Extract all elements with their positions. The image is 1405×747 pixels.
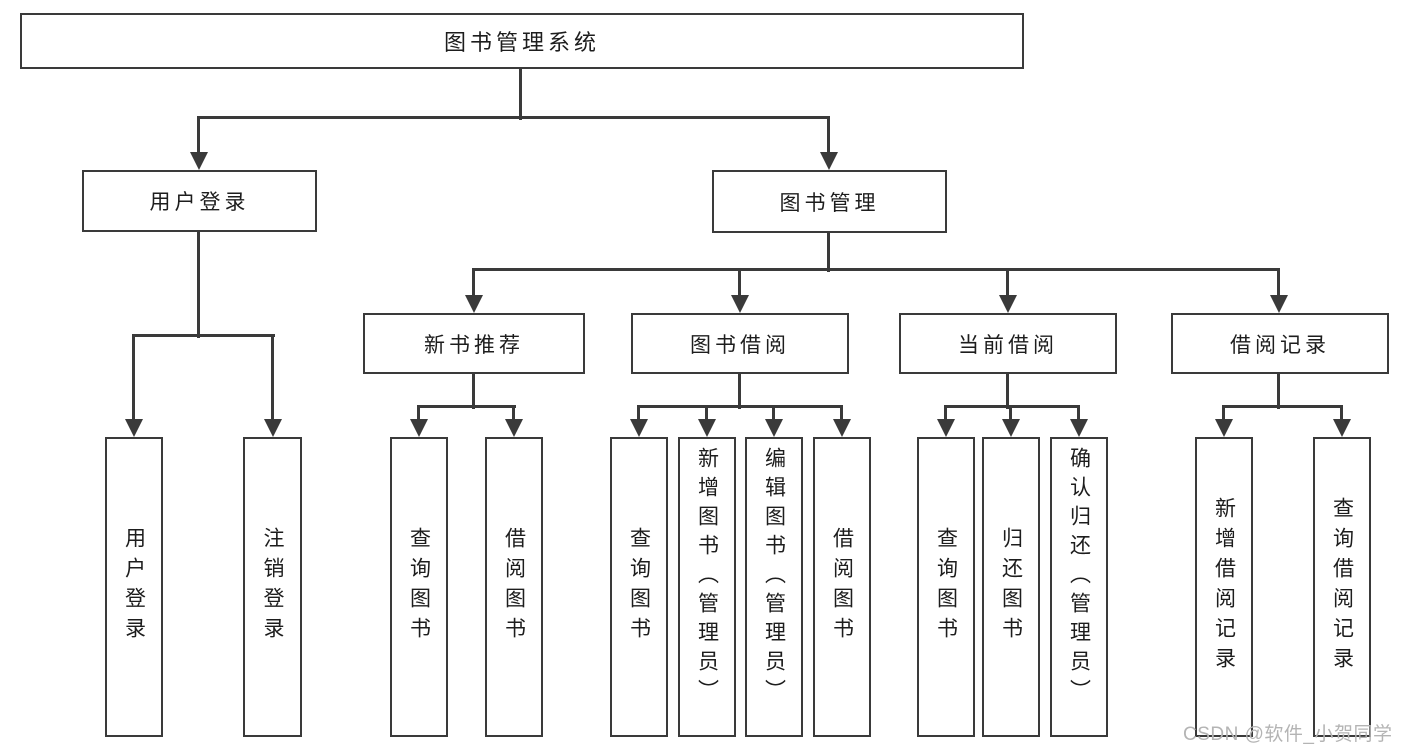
- leaf-label: 查询图书: [407, 527, 431, 647]
- node-user-login: 用户登录: [82, 170, 317, 232]
- node-library-system: 图书管理系统: [20, 13, 1024, 69]
- connector-vline: [1340, 407, 1343, 422]
- arrow-down-icon: [465, 295, 483, 313]
- leaf-label: 借阅图书: [830, 527, 854, 647]
- connector-vline: [132, 336, 135, 421]
- arrow-down-icon: [1215, 419, 1233, 437]
- arrow-down-icon: [1333, 419, 1351, 437]
- connector-hline: [472, 268, 1280, 271]
- leaf-borrow-books-recommend: 借阅图书: [485, 437, 543, 737]
- leaf-borrow-books-borrowing: 借阅图书: [813, 437, 871, 737]
- node-borrowing-records: 借阅记录: [1171, 313, 1389, 374]
- leaf-label: 归还图书: [999, 527, 1023, 647]
- connector-vline: [1009, 407, 1012, 422]
- arrow-down-icon: [820, 152, 838, 170]
- connector-hline: [132, 334, 275, 337]
- arrow-down-icon: [833, 419, 851, 437]
- watermark: CSDN @软件_小贺同学: [1183, 724, 1393, 745]
- arrow-down-icon: [698, 419, 716, 437]
- connector-hline: [417, 405, 516, 408]
- connector-vline: [637, 407, 640, 422]
- connector-vline: [1222, 407, 1225, 422]
- connector-vline: [417, 407, 420, 422]
- arrow-down-icon: [505, 419, 523, 437]
- connector-vline: [738, 270, 741, 297]
- connector-vline: [1006, 270, 1009, 297]
- leaf-label: 新增借阅记录: [1212, 497, 1236, 677]
- connector-vline: [197, 118, 200, 154]
- leaf-label: 新增图书（管理员）: [695, 447, 719, 708]
- connector-hline: [637, 405, 843, 408]
- connector-vline: [1077, 407, 1080, 422]
- leaf-add-borrow-record: 新增借阅记录: [1195, 437, 1253, 737]
- leaf-label: 借阅图书: [502, 527, 526, 647]
- connector-hline: [944, 405, 1080, 408]
- leaf-query-borrow-record: 查询借阅记录: [1313, 437, 1371, 737]
- connector-vline: [1277, 270, 1280, 297]
- connector-vline: [738, 374, 741, 409]
- arrow-down-icon: [630, 419, 648, 437]
- leaf-label: 用户登录: [122, 527, 146, 647]
- node-book-borrowing: 图书借阅: [631, 313, 849, 374]
- connector-vline: [827, 118, 830, 154]
- leaf-confirm-return-admin: 确认归还（管理员）: [1050, 437, 1108, 737]
- connector-vline: [827, 233, 830, 272]
- arrow-down-icon: [410, 419, 428, 437]
- node-book-management: 图书管理: [712, 170, 947, 233]
- leaf-label: 查询图书: [934, 527, 958, 647]
- leaf-logout: 注销登录: [243, 437, 302, 737]
- connector-vline: [472, 374, 475, 409]
- leaf-return-books: 归还图书: [982, 437, 1040, 737]
- connector-vline: [271, 336, 274, 421]
- arrow-down-icon: [999, 295, 1017, 313]
- connector-vline: [472, 270, 475, 297]
- leaf-label: 查询图书: [627, 527, 651, 647]
- connector-vline: [840, 407, 843, 422]
- arrow-down-icon: [937, 419, 955, 437]
- connector-vline: [512, 407, 515, 422]
- connector-vline: [1006, 374, 1009, 409]
- arrow-down-icon: [1270, 295, 1288, 313]
- leaf-label: 注销登录: [261, 527, 284, 647]
- arrow-down-icon: [264, 419, 282, 437]
- arrow-down-icon: [731, 295, 749, 313]
- leaf-user-login: 用户登录: [105, 437, 163, 737]
- leaf-query-books-current: 查询图书: [917, 437, 975, 737]
- node-current-borrowing: 当前借阅: [899, 313, 1117, 374]
- connector-hline: [1222, 405, 1343, 408]
- arrow-down-icon: [190, 152, 208, 170]
- leaf-query-books-recommend: 查询图书: [390, 437, 448, 737]
- connector-hline: [197, 116, 830, 119]
- connector-vline: [772, 407, 775, 422]
- leaf-add-books-admin: 新增图书（管理员）: [678, 437, 736, 737]
- arrow-down-icon: [125, 419, 143, 437]
- connector-vline: [705, 407, 708, 422]
- leaf-label: 确认归还（管理员）: [1067, 447, 1091, 708]
- connector-vline: [197, 232, 200, 338]
- leaf-query-books-borrowing: 查询图书: [610, 437, 668, 737]
- arrow-down-icon: [1070, 419, 1088, 437]
- connector-vline: [519, 69, 522, 120]
- leaf-label: 查询借阅记录: [1330, 497, 1354, 677]
- leaf-edit-books-admin: 编辑图书（管理员）: [745, 437, 803, 737]
- node-new-book-recommend: 新书推荐: [363, 313, 585, 374]
- arrow-down-icon: [1002, 419, 1020, 437]
- leaf-label: 编辑图书（管理员）: [762, 447, 786, 708]
- connector-vline: [944, 407, 947, 422]
- arrow-down-icon: [765, 419, 783, 437]
- connector-vline: [1277, 374, 1280, 409]
